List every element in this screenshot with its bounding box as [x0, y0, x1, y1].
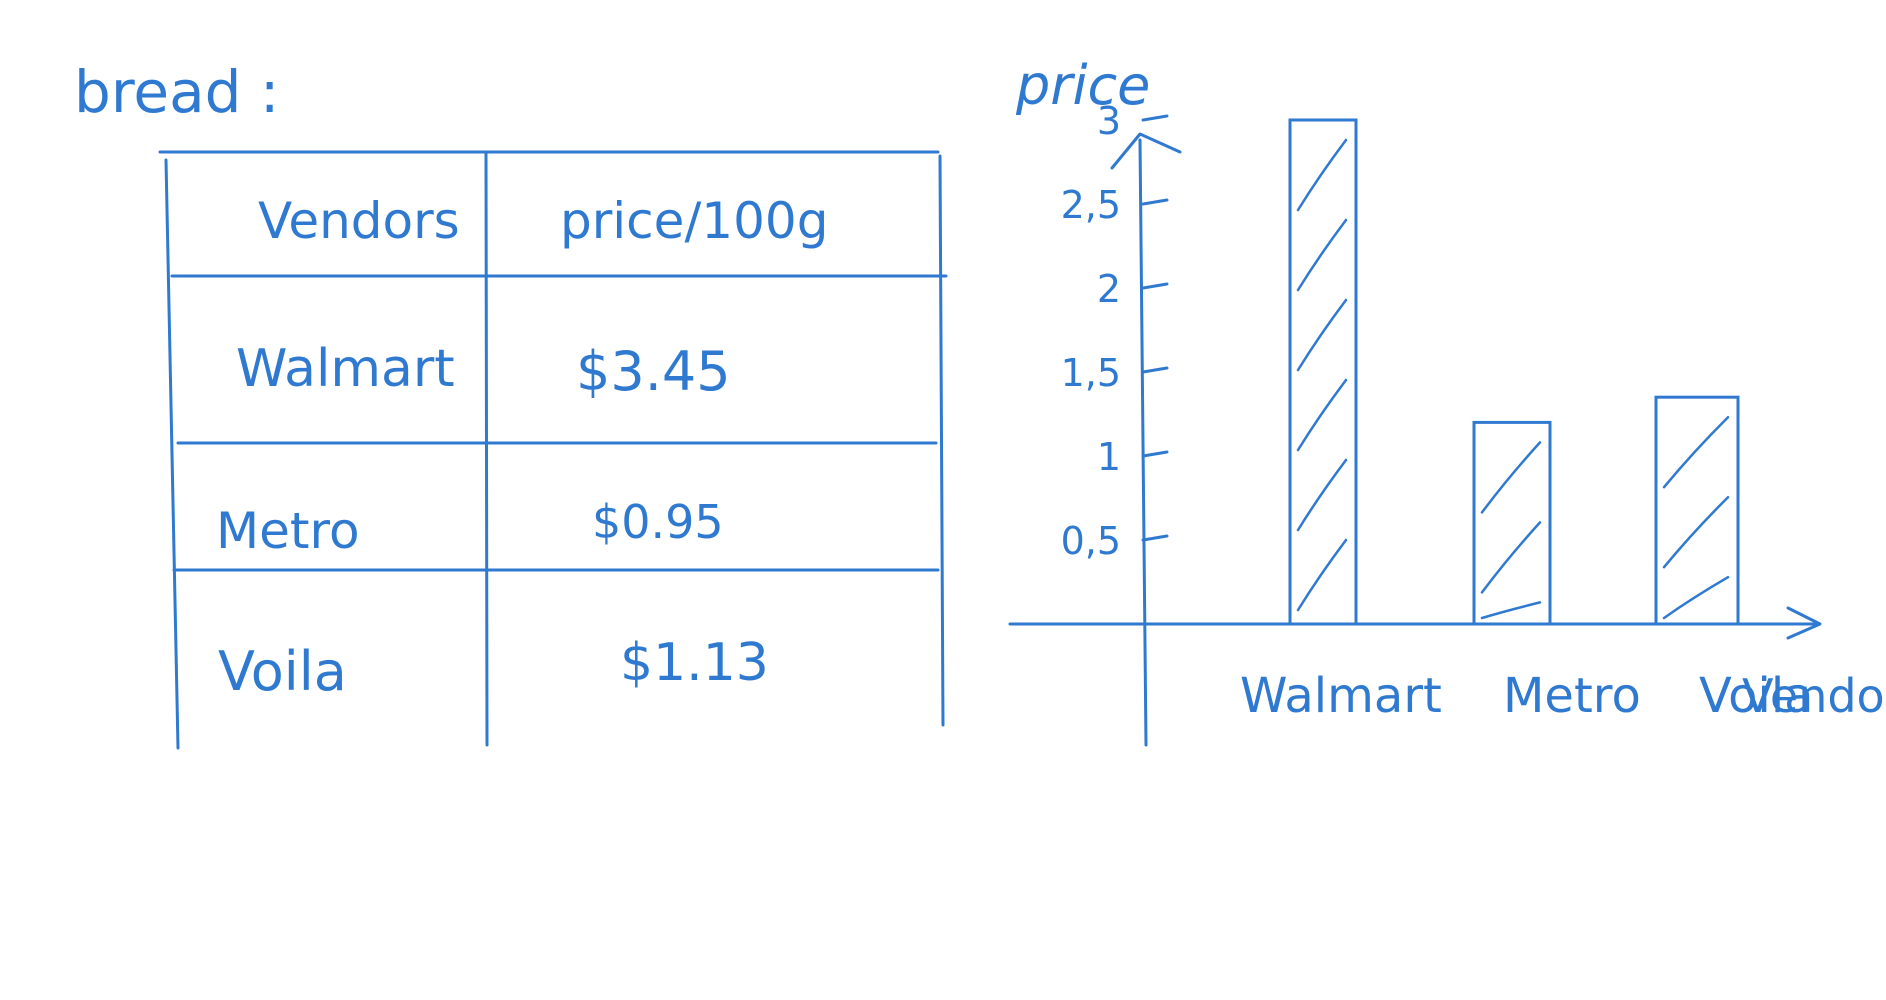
bar-hatch [1296, 378, 1348, 452]
bar-hatch [1662, 415, 1730, 489]
bar-hatch [1296, 138, 1348, 212]
bar-hatch [1662, 495, 1730, 569]
table-column-divider [484, 150, 489, 747]
x-tick-labels: Walmart Metro Voila [1240, 668, 1814, 724]
bars [1288, 118, 1740, 626]
y-tick-label: 2 [1097, 267, 1121, 311]
x-tick-label: Voila [1699, 668, 1814, 724]
bar-hatch [1662, 575, 1730, 620]
y-tick-label: 3 [1097, 99, 1121, 143]
table-cell-vendor: Metro [216, 502, 360, 560]
bar-hatch [1296, 458, 1348, 532]
y-axis [1138, 138, 1148, 747]
x-tick-label: Walmart [1240, 668, 1442, 724]
y-tick-label: 0,5 [1061, 519, 1121, 563]
table-cell-price: $0.95 [592, 495, 724, 549]
bar-outline [1472, 420, 1552, 626]
y-tick-mark [1141, 198, 1169, 206]
y-tick-mark [1141, 450, 1169, 458]
table-right-border [938, 154, 945, 727]
table-header-vendors: Vendors [258, 192, 460, 250]
table-cell-vendor: Voila [218, 640, 347, 703]
bar-hatch [1296, 218, 1348, 292]
y-tick-mark [1141, 366, 1169, 374]
y-axis-label: price [1015, 54, 1150, 117]
y-axis-arrow [1110, 132, 1182, 170]
table-cell-price: $3.45 [576, 340, 731, 403]
table-cell-vendor: Walmart [236, 339, 455, 399]
table-header-price: price/100g [560, 192, 828, 250]
table-left-border [164, 158, 180, 750]
y-tick-label: 1 [1097, 435, 1121, 479]
x-tick-label: Metro [1503, 668, 1641, 724]
bar [1472, 420, 1552, 626]
y-tick-mark [1141, 282, 1169, 290]
bar-chart: price Vendors 0,5 1 1,5 2 2,5 3 Walmart Metro V… [1008, 54, 1886, 747]
bar-hatch [1480, 601, 1542, 620]
bar-hatch [1480, 441, 1542, 514]
table-cell-price: $1.13 [620, 633, 769, 693]
page-title: bread : [74, 58, 279, 126]
bar-outline [1654, 395, 1740, 626]
bar-hatch [1296, 298, 1348, 372]
price-table: Vendors price/100g Walmart $3.45 Metro $… [158, 150, 948, 750]
bar [1288, 118, 1358, 626]
bar [1654, 395, 1740, 626]
bar-hatch [1480, 521, 1542, 594]
bar-hatch [1296, 538, 1348, 612]
y-tick-mark [1141, 534, 1169, 542]
y-ticks: 0,5 1 1,5 2 2,5 3 [1061, 99, 1169, 563]
x-axis-label: Vendors [1742, 669, 1886, 723]
bar-outline [1288, 118, 1358, 626]
y-tick-label: 1,5 [1061, 351, 1121, 395]
y-tick-mark [1141, 114, 1169, 122]
x-axis-arrow [1786, 606, 1822, 640]
y-tick-label: 2,5 [1061, 183, 1121, 227]
